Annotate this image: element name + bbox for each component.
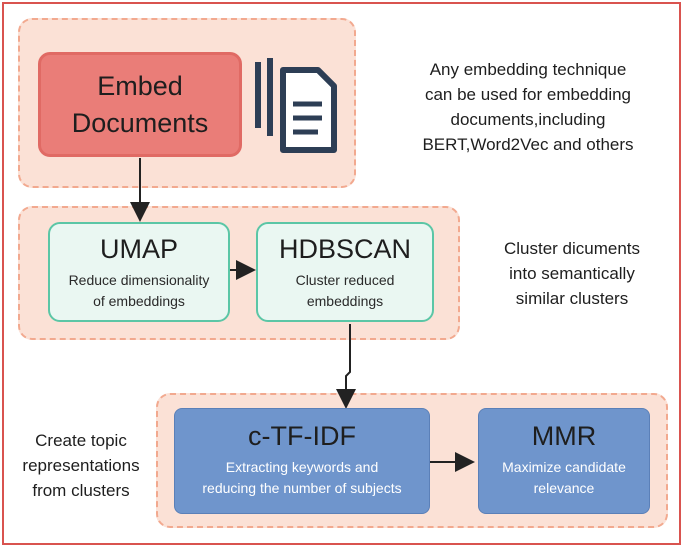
ctfidf-title: c-TF-IDF [248, 421, 356, 451]
umap-title: UMAP [99, 234, 178, 264]
embedding-note: Any embedding technique can be used for … [422, 60, 634, 154]
umap-description: Reduce dimensionality of embeddings [68, 272, 210, 309]
ctfidf-description: Extracting keywords and reducing the num… [202, 459, 402, 496]
mmr-description: Maximize candidate relevance [502, 459, 626, 496]
topic-note: Create topic representations from cluste… [22, 431, 140, 500]
mmr-title: MMR [531, 421, 597, 451]
hdbscan-description: Cluster reduced embeddings [295, 272, 395, 309]
embed-documents-title: Embed Documents [71, 70, 209, 138]
embed-documents-box: Embed Documents [38, 52, 242, 157]
mmr-box: MMR Maximize candidate relevance [478, 408, 650, 514]
hdbscan-title: HDBSCAN [278, 234, 412, 264]
hdbscan-box: HDBSCAN Cluster reduced embeddings [256, 222, 434, 322]
arrow-hdbscan-to-ctfidf [336, 324, 356, 409]
ctfidf-box: c-TF-IDF Extracting keywords and reducin… [174, 408, 430, 514]
umap-box: UMAP Reduce dimensionality of embeddings [48, 222, 230, 322]
cluster-note: Cluster dicuments into semantically simi… [503, 239, 641, 308]
